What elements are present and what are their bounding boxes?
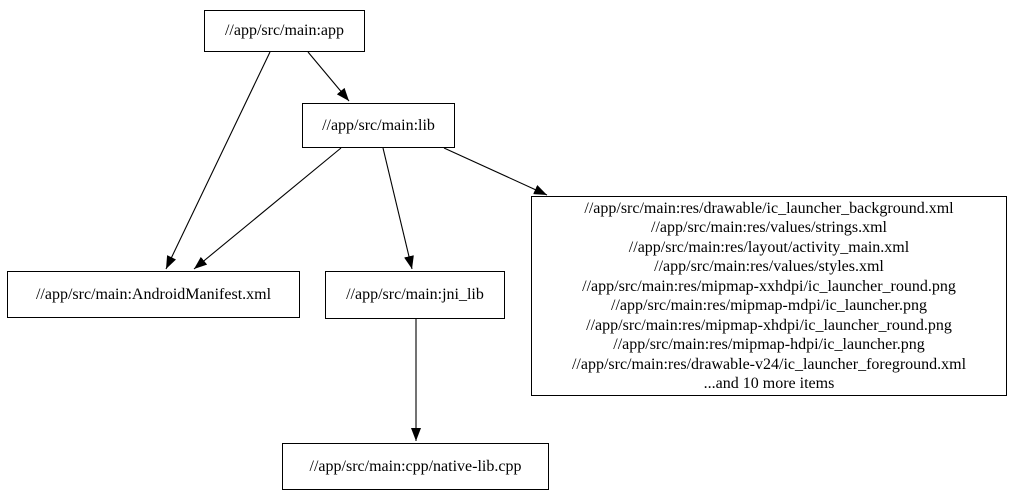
resource-item: //app/src/main:res/mipmap-xxhdpi/ic_laun…	[582, 277, 956, 295]
resource-item: //app/src/main:res/values/strings.xml	[651, 219, 887, 236]
edge-lib-to-res-group	[443, 147, 548, 196]
node-android-manifest-label: //app/src/main:AndroidManifest.xml	[35, 285, 272, 303]
node-jni-lib: //app/src/main:jni_lib	[325, 271, 505, 319]
node-native-lib-cpp-label: //app/src/main:cpp/native-lib.cpp	[309, 457, 522, 475]
resource-item: //app/src/main:res/mipmap-hdpi/ic_launch…	[613, 336, 925, 353]
resource-item: //app/src/main:res/mipmap-mdpi/ic_launch…	[611, 297, 927, 314]
node-app: //app/src/main:app	[204, 10, 365, 52]
node-app-label: //app/src/main:app	[224, 22, 345, 39]
resource-item: //app/src/main:res/values/styles.xml	[654, 258, 884, 275]
resource-more-items: ...and 10 more items	[703, 375, 835, 392]
node-lib: //app/src/main:lib	[302, 103, 455, 148]
edge-lib-to-manifest	[193, 147, 342, 270]
resource-item: //app/src/main:res/drawable/ic_launcher_…	[584, 199, 954, 217]
resource-item: //app/src/main:res/mipmap-xhdpi/ic_launc…	[586, 316, 952, 334]
edge-app-to-lib	[307, 51, 350, 102]
node-resources-group: //app/src/main:res/drawable/ic_launcher_…	[531, 196, 1007, 396]
node-lib-label: //app/src/main:lib	[322, 116, 435, 134]
node-android-manifest: //app/src/main:AndroidManifest.xml	[7, 271, 300, 318]
node-jni-lib-label: //app/src/main:jni_lib	[346, 286, 484, 303]
resource-item: //app/src/main:res/drawable-v24/ic_launc…	[571, 355, 967, 373]
edge-app-to-manifest	[165, 51, 271, 270]
resource-item: //app/src/main:res/layout/activity_main.…	[628, 238, 910, 256]
node-native-lib-cpp: //app/src/main:cpp/native-lib.cpp	[282, 443, 549, 490]
edge-lib-to-jni-lib	[382, 147, 414, 270]
